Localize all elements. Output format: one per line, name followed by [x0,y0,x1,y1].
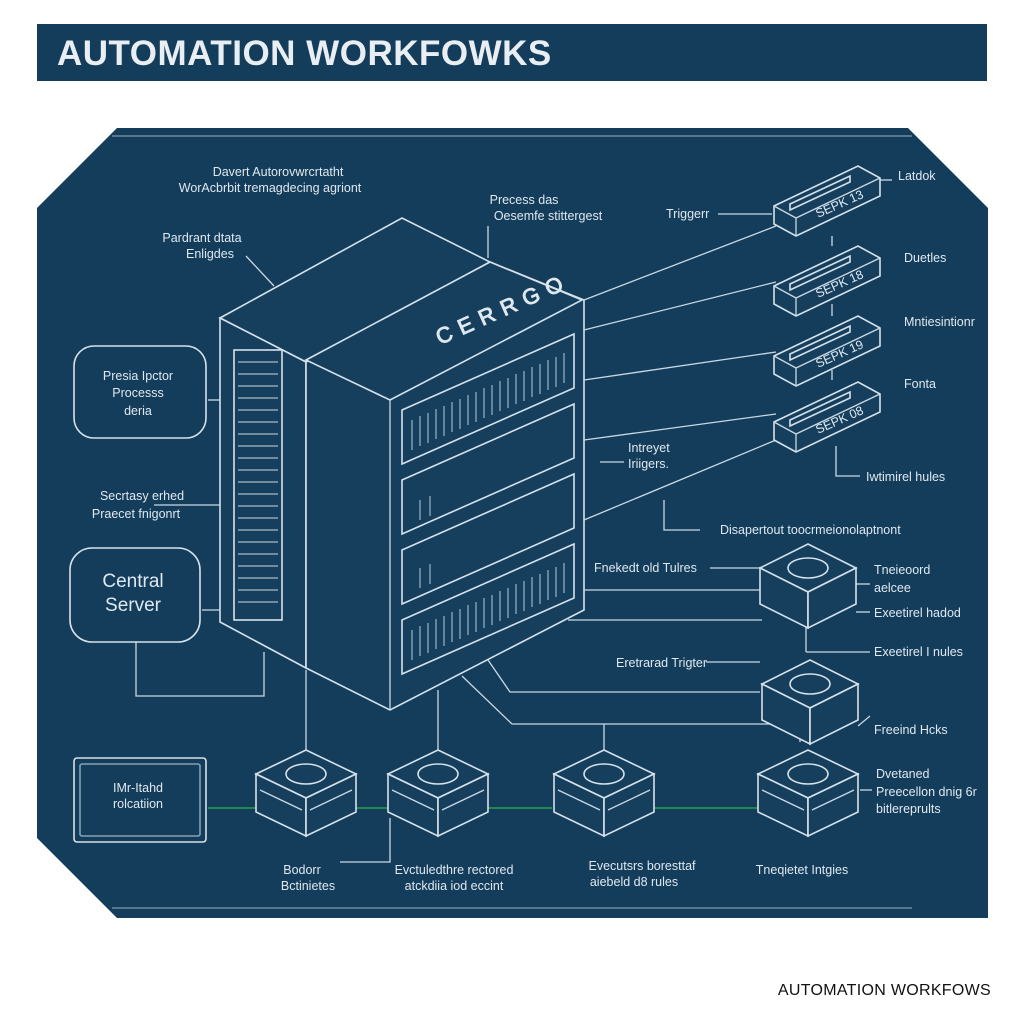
label-bottom-right-1: Dvetaned [876,767,930,781]
central-server-rack: CERRGO [218,217,585,711]
cube-node-bottom-4 [756,749,860,838]
server-drawers [401,332,575,676]
label-secretary-2: Praecet fnigonrt [92,507,181,521]
label-interyet-1: Intreyet [628,441,670,455]
device-1: SEPK 13 [773,165,881,237]
label-bottom-3b: aiebeld d8 rules [590,875,678,889]
label-freked: Fnekedt old Tulres [594,561,697,575]
label-bottom-1b: Bctinietes [281,879,335,893]
label-top-left-2: WorAcbrbit tremagdecing agriont [179,181,362,195]
label-executed-trigger: Eretrarad Trigter [616,656,707,670]
cube-node-bottom-1 [254,749,358,838]
label-bottom-right-2: Preecellon dnig 6r [876,785,977,799]
label-top-left-1: Davert Autorovwrcrtatht [213,165,344,179]
label-bottom-2a: Evctuledthre rectored [395,863,514,877]
label-disapert: Disapertout toocrmeionolaptnont [720,523,901,537]
process-trigger-box: Presia Ipctor Processs deria [73,345,207,439]
process-trigger-line-3: deria [124,404,152,418]
label-right-1: Latdok [898,169,936,183]
label-right-5: Iwtimirel hules [866,470,945,484]
bottom-left-box: IMr-Itahd rolcatiion [73,757,207,843]
label-mid-right-3: Exeetirel hadod [874,606,961,620]
device-2: SEPK 18 [773,245,881,317]
bottom-left-line-2: rolcatiion [113,797,163,811]
label-bottom-right-3: bitlereprults [876,802,941,816]
cube-node-mid-2 [760,659,860,746]
cube-node-bottom-3 [552,749,656,838]
title-banner: AUTOMATION WORKFOWKS [37,24,987,81]
side-vents [233,349,283,621]
label-freeind: Freeind Hcks [874,723,948,737]
bottom-left-line-1: IMr-Itahd [113,781,163,795]
label-secretary-1: Secrtasy erhed [100,489,184,503]
label-paretant-2: Enligdes [186,247,234,261]
footer-title: AUTOMATION WORKFOWS [777,982,991,999]
page-title: AUTOMATION WORKFOWKS [57,34,552,73]
label-bottom-1a: Bodorr [283,863,321,877]
label-mid-right-1: Tneieoord [874,563,930,577]
label-mid-right-2: aelcee [874,581,911,595]
label-trigger: Triggerr [666,207,709,221]
label-right-4: Fonta [904,377,936,391]
process-trigger-line-1: Presia Ipctor [103,369,173,383]
label-right-2: Duetles [904,251,946,265]
diagram-labels: Davert Autorovwrcrtatht WorAcbrbit trema… [92,165,977,893]
process-trigger-line-2: Processs [112,386,163,400]
central-server-line-2: Server [105,595,162,616]
label-right-3: Mntiesintionr [904,315,975,329]
label-process-data-2: Oesemfe stittergest [494,209,603,223]
connector-lines [135,179,892,863]
label-interyet-2: Iriigers. [628,457,669,471]
central-server-line-1: Central [102,571,163,592]
label-bottom-2b: atckdiia iod eccint [405,879,504,893]
label-process-data-1: Precess das [490,193,559,207]
cube-node-mid-1 [758,543,858,630]
central-server-box: Central Server [69,547,201,643]
cube-node-bottom-2 [386,749,490,838]
label-paretant-1: Pardrant dtata [162,231,241,245]
label-bottom-3a: Evecutsrs boresttaf [589,859,697,873]
label-bottom-4: Tneqietet Intgies [756,863,848,877]
label-mid-right-4: Exeetirel I nules [874,645,963,659]
